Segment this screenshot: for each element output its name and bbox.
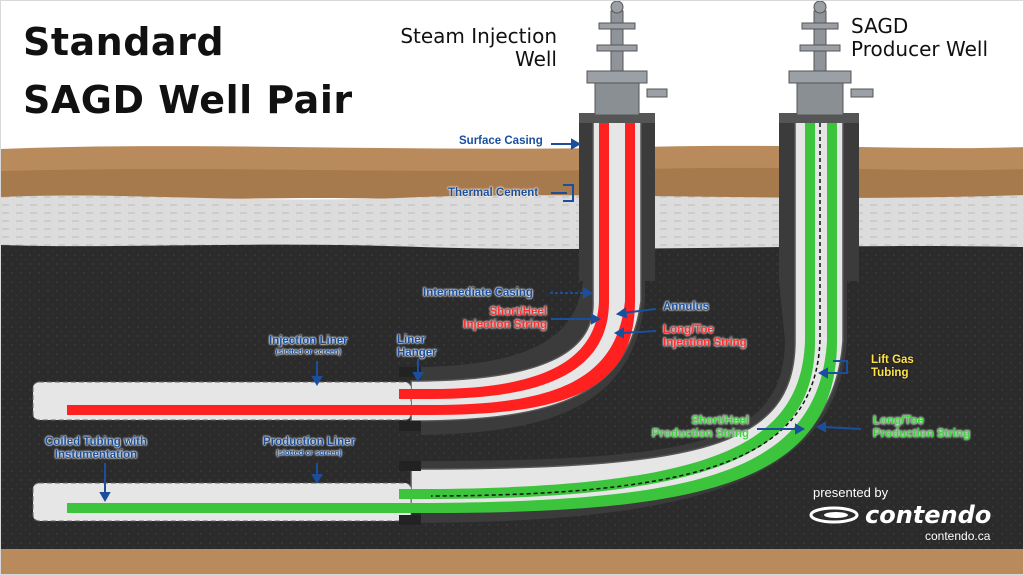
label-short-heel-injection-l2: Injection String xyxy=(463,318,547,331)
producer-thermal-cement xyxy=(421,119,859,523)
label-production-liner-text: Production Liner xyxy=(263,436,355,448)
label-thermal-cement: Thermal Cement xyxy=(448,187,539,199)
injector-flange xyxy=(579,113,655,123)
label-lift-gas-l2: Tubing xyxy=(871,366,909,379)
injector-side-valve xyxy=(646,88,668,98)
label-short-heel-production-l2: Production String xyxy=(651,427,749,440)
label-short-heel-production-l1: Short/Heel xyxy=(691,415,749,427)
label-long-toe-production-l2: Production String xyxy=(873,427,971,440)
label-long-toe-injection: Long/Toe Injection String xyxy=(663,324,747,349)
label-long-toe-production: Long/Toe Production String xyxy=(873,415,970,440)
label-long-toe-injection-l1: Long/Toe xyxy=(663,324,714,336)
label-liner-hanger-l2: Hanger xyxy=(397,346,437,359)
injector-valve xyxy=(598,22,636,30)
presented-by-text: presented by xyxy=(813,485,889,500)
producer-side-valve xyxy=(850,88,874,98)
label-short-heel-injection-l1: Short/Heel xyxy=(489,306,547,318)
lift-gas-tubing xyxy=(430,123,821,497)
label-liner-hanger-l1: Liner xyxy=(397,334,426,346)
liner-hanger-bottom xyxy=(399,421,421,431)
label-long-toe-production-l1: Long/Toe xyxy=(873,415,924,427)
label-intermediate-casing: Intermediate Casing xyxy=(423,287,533,299)
producer-tree xyxy=(813,10,827,72)
diagram-title-line1: Standard xyxy=(23,20,225,64)
producer-hanger-bottom xyxy=(399,515,421,525)
label-injection-liner-text: Injection Liner xyxy=(269,335,348,347)
label-liner-hanger: Liner Hanger xyxy=(397,334,437,359)
producer-title-line2: Producer Well xyxy=(851,37,989,61)
label-long-toe-injection-l2: Injection String xyxy=(663,336,747,349)
label-coiled-tubing-l1: Coiled Tubing with xyxy=(45,436,147,448)
injector-wing xyxy=(596,44,638,52)
contendo-wordmark: contendo xyxy=(865,501,992,529)
producer-valve xyxy=(801,22,839,30)
injector-title-line1: Steam Injection xyxy=(400,24,557,48)
injector-tubing-head xyxy=(594,82,640,116)
contendo-logo: contendo xyxy=(809,501,991,529)
label-coiled-tubing-l2: Instumentation xyxy=(54,448,138,461)
diagram-title-line2: SAGD Well Pair xyxy=(23,78,353,122)
label-short-heel-production: Short/Heel Production String xyxy=(635,415,749,440)
limestone-layer xyxy=(1,195,1023,250)
label-production-liner-sub: (slotted or screen) xyxy=(276,447,342,457)
producer-wing xyxy=(799,44,841,52)
injector-head-flange xyxy=(586,70,648,84)
producer-title-line1: SAGD xyxy=(851,14,909,38)
producer-well-title: SAGD Producer Well xyxy=(851,15,1001,61)
production-liner xyxy=(32,482,412,522)
label-injection-liner-sub: (slotted or screen) xyxy=(275,346,342,356)
label-injection-liner: Injection Liner (slotted or screen) xyxy=(269,335,348,356)
injector-intermediate-casing xyxy=(410,118,642,422)
contendo-swoosh-icon xyxy=(809,506,859,524)
label-production-liner: Production Liner (slotted or screen) xyxy=(263,436,355,457)
injector-title-line2: Well xyxy=(514,47,557,71)
label-arrows xyxy=(99,138,862,503)
liner-hanger-top xyxy=(399,367,421,377)
label-lift-gas-tubing: Lift Gas Tubing xyxy=(871,354,914,379)
producer-head-flange xyxy=(788,70,852,84)
label-surface-casing: Surface Casing xyxy=(459,135,543,147)
injector-well-title: Steam Injection Well xyxy=(381,25,557,71)
producer-handwheel xyxy=(813,1,827,14)
contendo-url: contendo.ca xyxy=(925,529,991,543)
long-toe-injection-string xyxy=(67,123,635,415)
producer-tubing-head xyxy=(796,82,844,116)
label-annulus: Annulus xyxy=(663,301,709,313)
producer-hanger-top xyxy=(399,461,421,471)
injector-handwheel xyxy=(610,1,624,14)
base-layer xyxy=(1,549,1023,574)
producer-flange xyxy=(779,113,859,123)
soil-layer-lower xyxy=(1,167,1023,202)
injector-tree xyxy=(610,10,624,72)
label-coiled-tubing: Coiled Tubing with Instumentation xyxy=(45,436,147,461)
label-lift-gas-l1: Lift Gas xyxy=(871,354,914,366)
label-short-heel-injection: Short/Heel Injection String xyxy=(453,306,547,331)
